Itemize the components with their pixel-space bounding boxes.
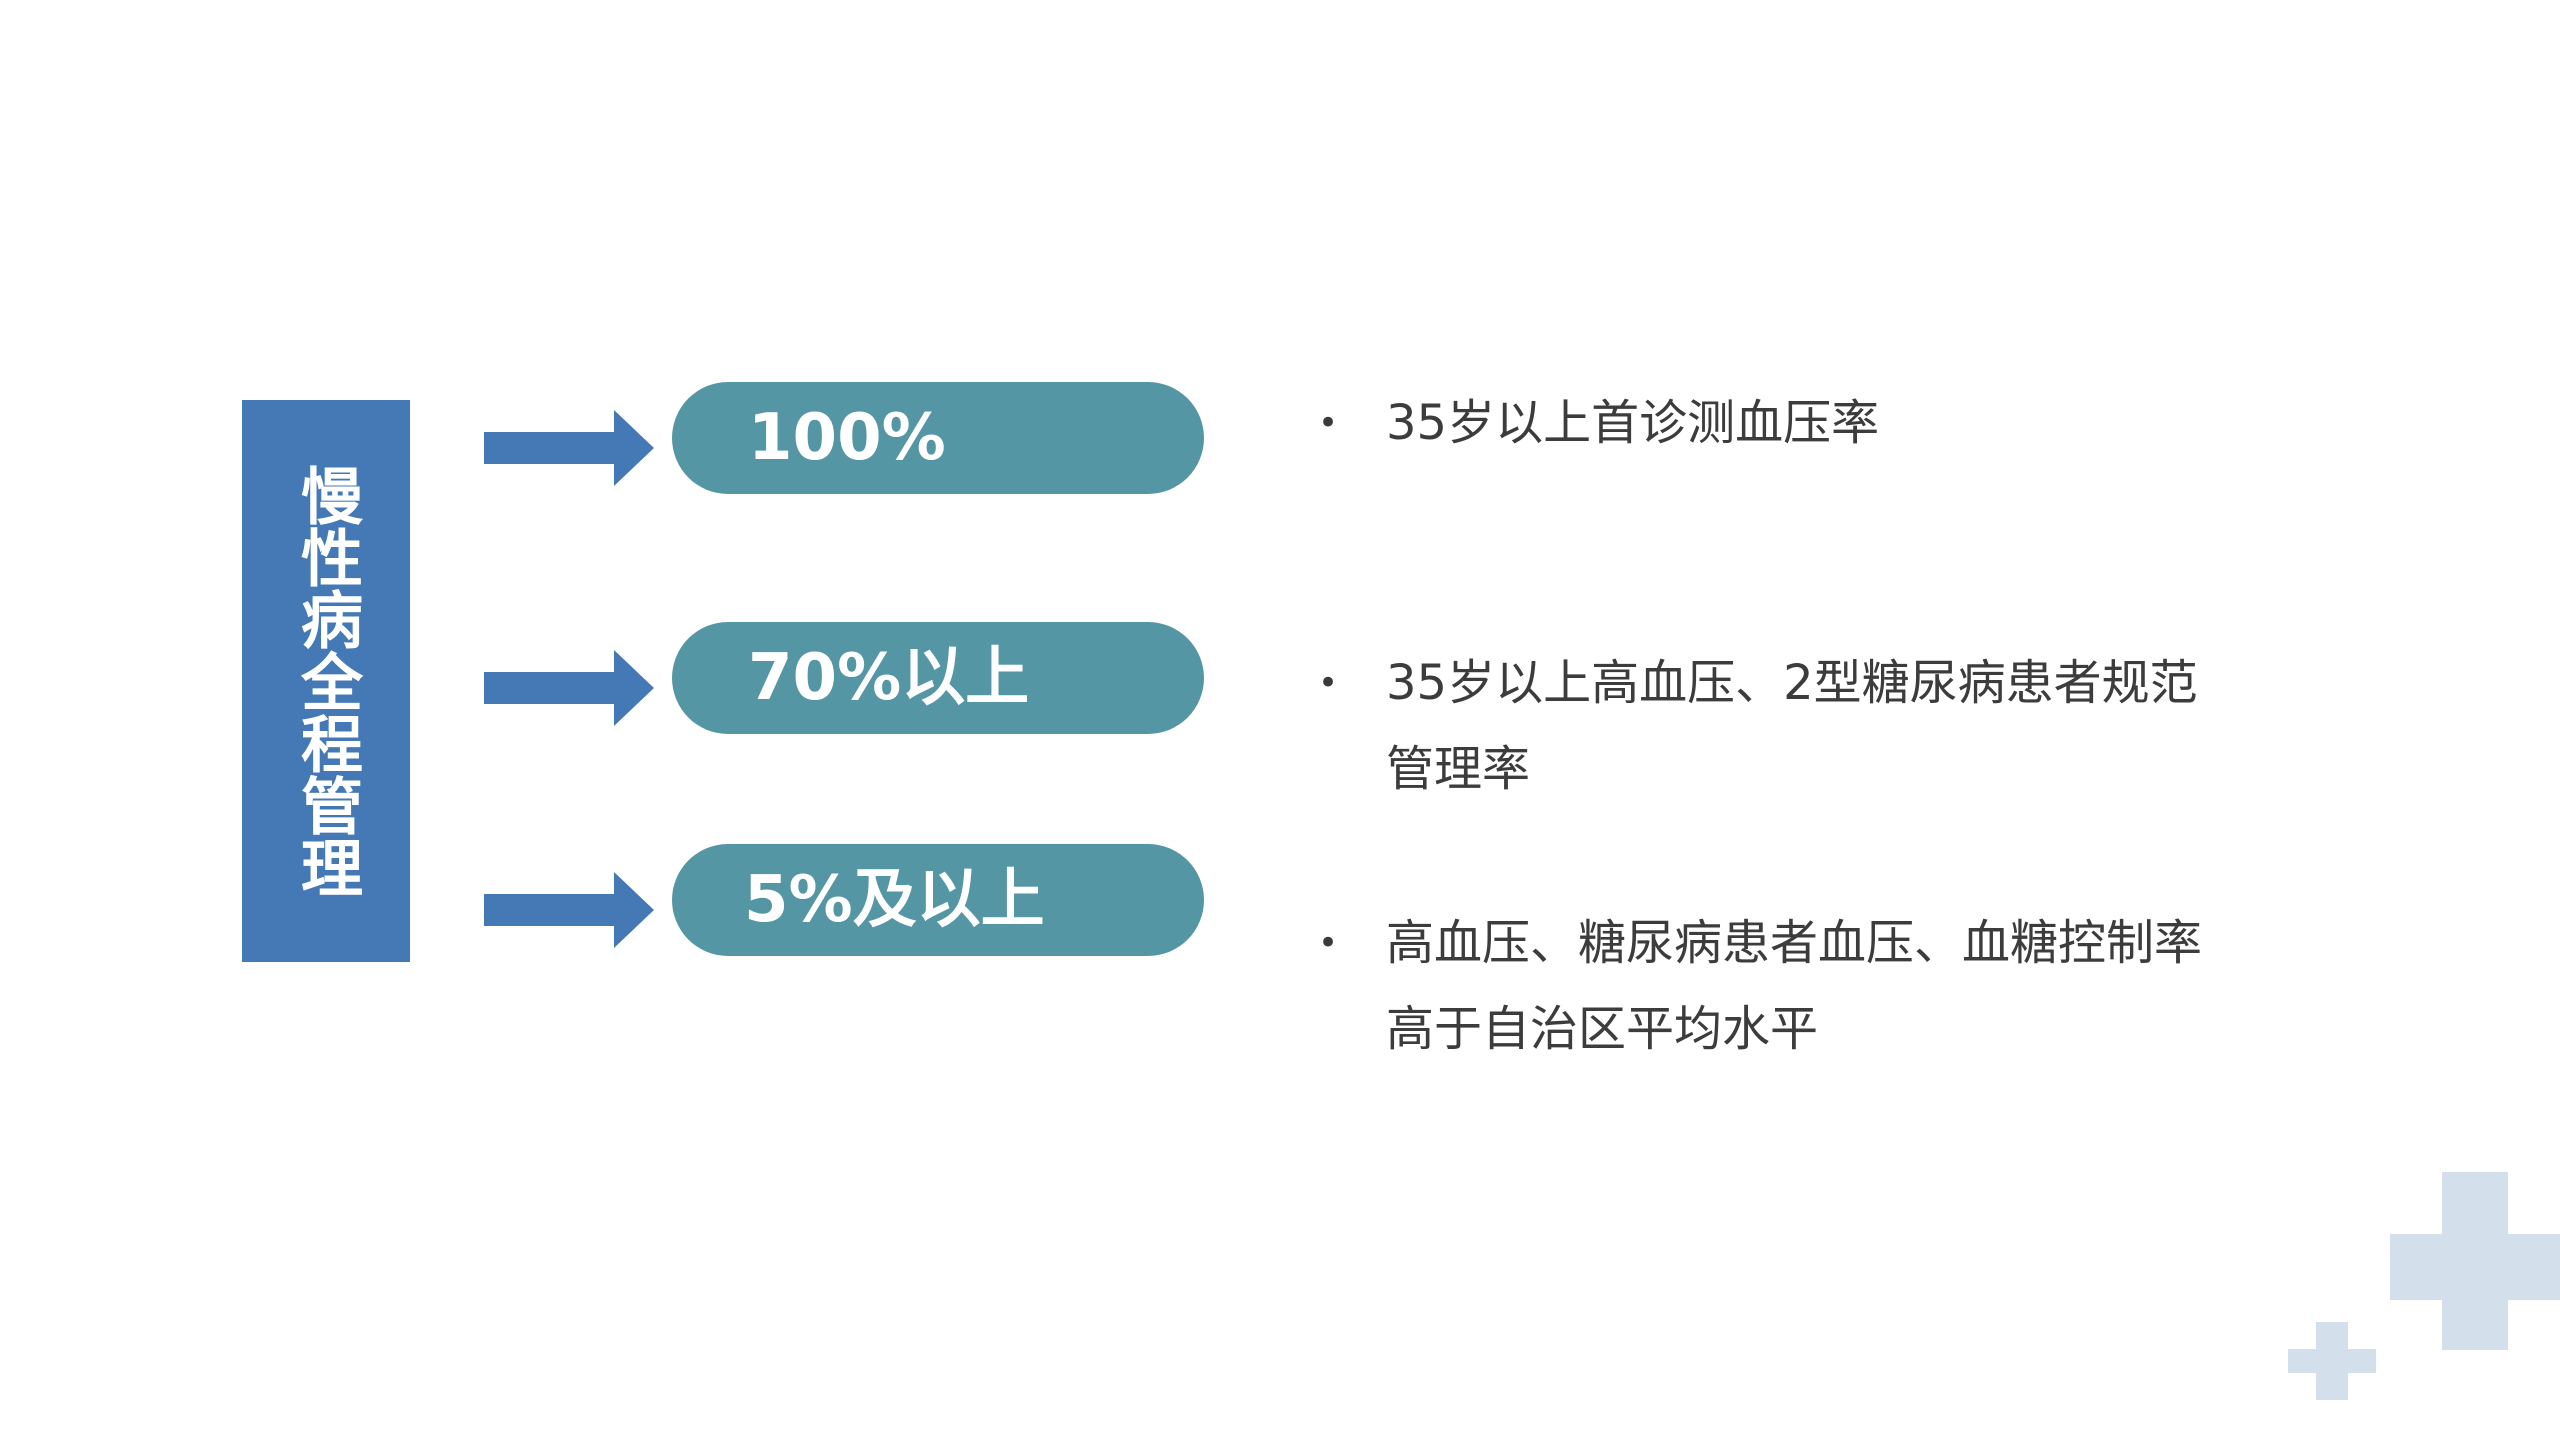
- target-pill: 70%以上: [672, 622, 1204, 734]
- target-value: 70%以上: [748, 641, 1030, 715]
- target-value: 100%: [748, 401, 946, 475]
- plus-icon: [2288, 1322, 2376, 1400]
- description-text: 35岁以上高血压、2型糖尿病患者规范 管理率: [1386, 655, 2198, 797]
- page-title: 慢性病全程管理: [290, 464, 363, 898]
- description-text: 35岁以上首诊测血压率: [1386, 395, 1880, 451]
- target-pill: 100%: [672, 382, 1204, 494]
- bullet-icon: •: [1318, 403, 1339, 443]
- bullet-icon: •: [1318, 663, 1339, 703]
- bullet-icon: •: [1318, 923, 1339, 963]
- target-pill: 5%及以上: [672, 844, 1204, 956]
- arrow-right-icon: [484, 410, 654, 486]
- target-value: 5%及以上: [744, 863, 1045, 937]
- title-box: 慢性病全程管理: [242, 400, 410, 962]
- description-text: 高血压、糖尿病患者血压、血糖控制率 高于自治区平均水平: [1386, 915, 2203, 1057]
- target-description: • 35岁以上高血压、2型糖尿病患者规范 管理率: [1318, 640, 2268, 812]
- arrow-right-icon: [484, 872, 654, 948]
- arrow-right-icon: [484, 650, 654, 726]
- target-description: • 高血压、糖尿病患者血压、血糖控制率 高于自治区平均水平: [1318, 900, 2268, 1072]
- plus-icon: [2390, 1172, 2560, 1350]
- target-description: • 35岁以上首诊测血压率: [1318, 380, 2268, 466]
